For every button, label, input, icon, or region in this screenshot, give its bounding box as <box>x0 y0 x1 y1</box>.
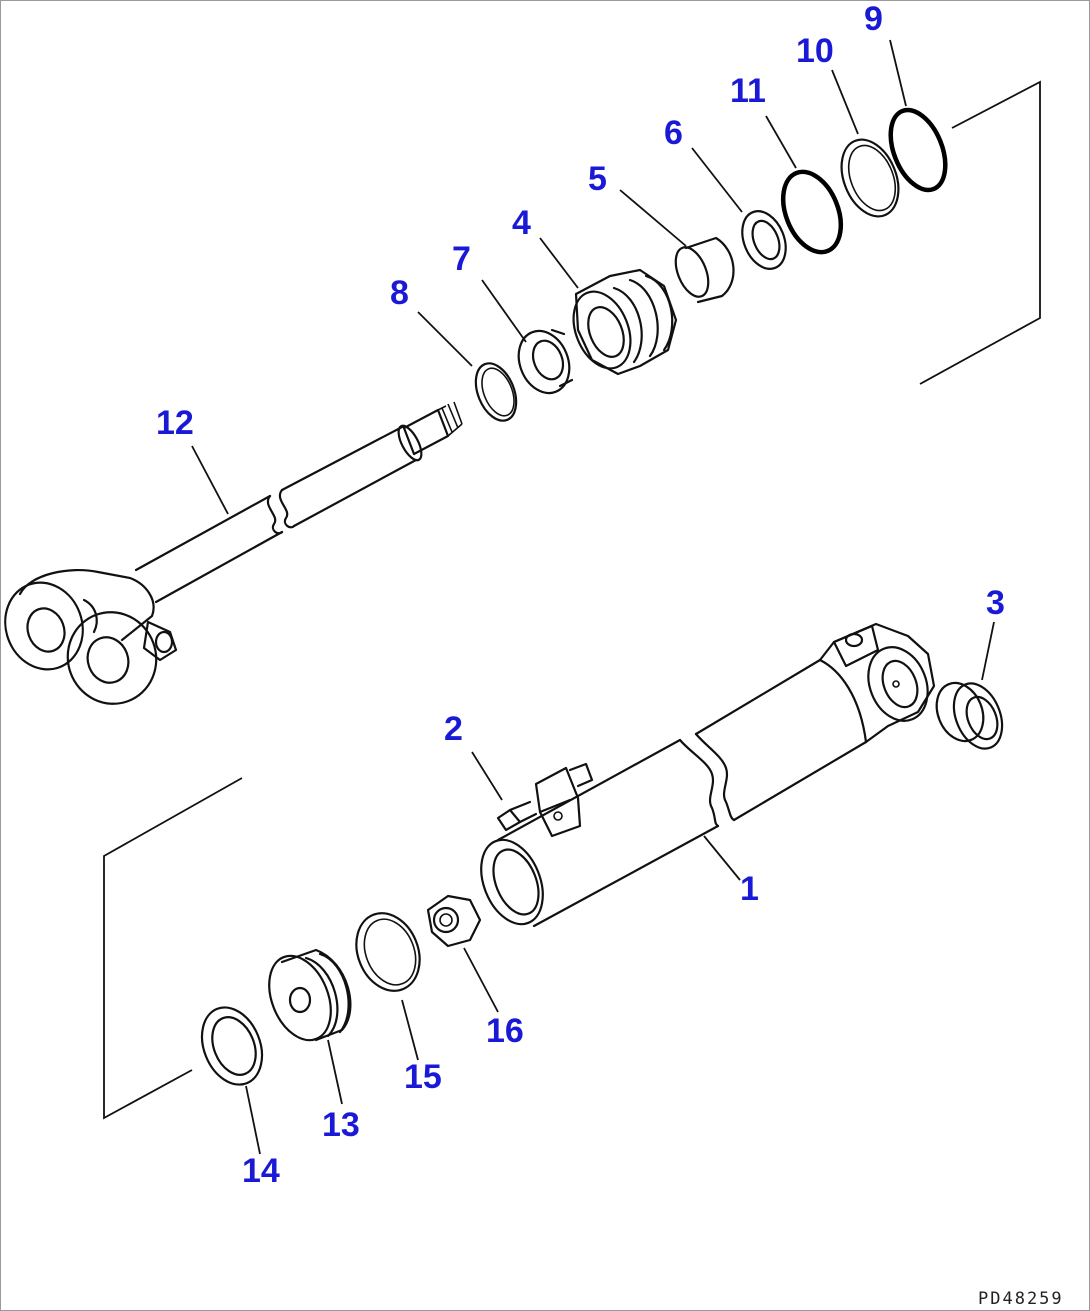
part-10-backup-ring <box>840 138 900 218</box>
part-11-o-ring <box>780 169 844 255</box>
callout-6: 6 <box>664 114 683 152</box>
callouts: 1 2 3 4 5 6 7 8 9 10 11 12 13 14 15 16 <box>156 0 1005 1190</box>
callout-4: 4 <box>512 204 531 242</box>
callout-12: 12 <box>156 404 194 442</box>
part-15-wear-ring <box>355 912 421 992</box>
drawing-code: PD48259 <box>978 1289 1064 1309</box>
part-8-snap-ring <box>474 362 518 422</box>
leader-lines <box>191 39 995 1155</box>
callout-16: 16 <box>486 1012 524 1050</box>
lower-group-bracket <box>103 777 243 1120</box>
part-5-bushing <box>674 236 735 304</box>
callout-10: 10 <box>796 32 834 70</box>
part-13-piston <box>268 948 352 1042</box>
part-7-bushing <box>517 328 574 395</box>
callout-14: 14 <box>242 1152 280 1190</box>
callout-13: 13 <box>322 1106 360 1144</box>
part-3-bushing <box>935 681 1004 750</box>
callout-7: 7 <box>452 240 471 278</box>
callout-1: 1 <box>740 870 759 908</box>
part-2-bolt <box>496 762 594 838</box>
callout-11: 11 <box>730 72 766 110</box>
callout-15: 15 <box>404 1058 442 1096</box>
part-14-seal-ring <box>200 1006 264 1086</box>
part-12-piston-rod <box>4 401 463 705</box>
callout-5: 5 <box>588 160 607 198</box>
callout-2: 2 <box>444 710 463 748</box>
upper-group-bracket <box>919 80 1041 385</box>
part-1-cylinder-tube <box>480 622 936 928</box>
part-6-packing <box>741 210 787 270</box>
part-9-o-ring <box>888 107 948 193</box>
callout-9: 9 <box>864 0 883 38</box>
part-16-nut <box>426 894 482 948</box>
callout-8: 8 <box>390 274 409 312</box>
callout-3: 3 <box>986 584 1005 622</box>
part-4-cylinder-head <box>572 268 678 376</box>
